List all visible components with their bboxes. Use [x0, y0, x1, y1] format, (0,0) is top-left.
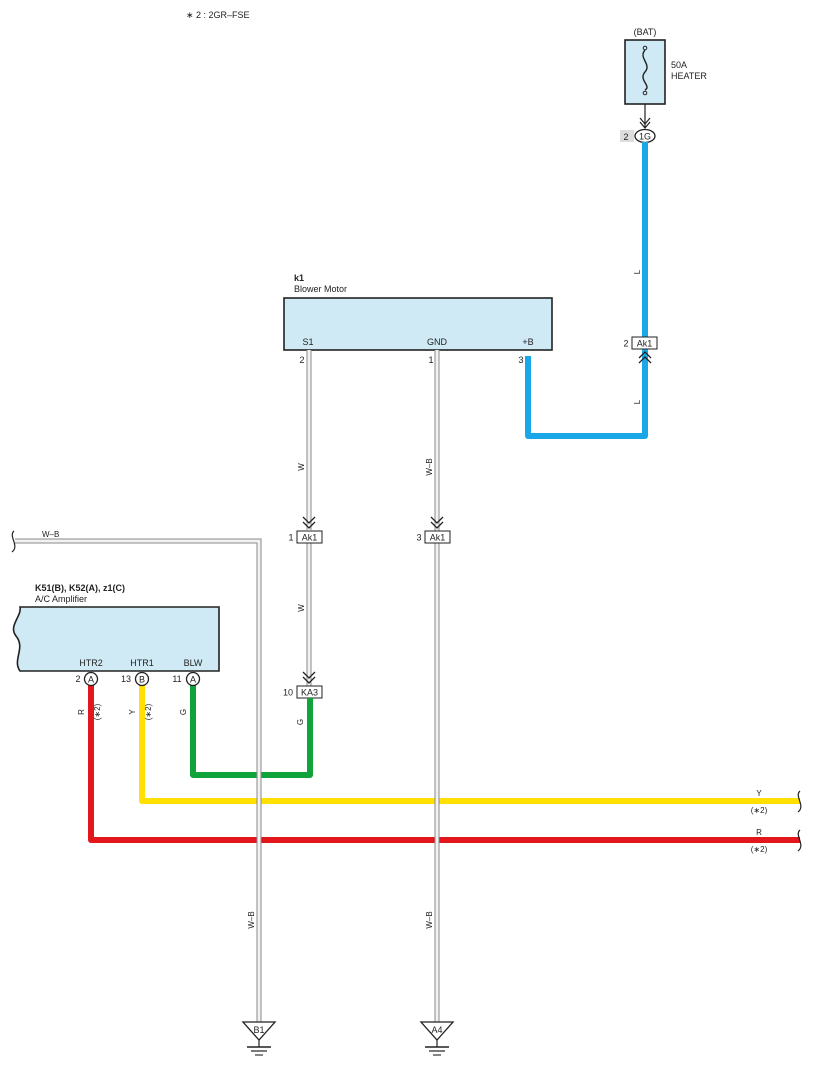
- blower-motor-name: Blower Motor: [294, 284, 347, 294]
- wire-g-label-2: G: [296, 719, 305, 725]
- connector-1g-id: 1G: [639, 132, 651, 142]
- amp-pin-htr2: HTR2: [79, 658, 103, 668]
- amp-pin-num-htr1: 13: [121, 674, 131, 684]
- ground-b1-icon: [241, 1021, 277, 1056]
- blower-pin-gnd: GND: [427, 337, 448, 347]
- connector-ak1-w-pin: 1: [288, 533, 293, 543]
- connector-ka3-pin: 10: [283, 688, 293, 698]
- wire-wb-label-3: W–B: [42, 530, 59, 539]
- connector-ak1-wb-id: Ak1: [430, 533, 446, 543]
- wire-r-right-star: (∗2): [751, 845, 768, 854]
- amp-connector-htr1-letter: B: [139, 675, 145, 685]
- wire-g-label-1: G: [179, 709, 188, 715]
- connector-ak1-top-id: Ak1: [637, 339, 653, 349]
- connector-1g-pin: 2: [623, 132, 628, 142]
- wire-y-label: Y: [128, 709, 137, 715]
- amp-connector-htr1: [134, 671, 150, 687]
- wire-wb-label-4: W–B: [247, 911, 256, 928]
- fuse-name: HEATER: [671, 71, 707, 81]
- amp-pin-num-htr2: 2: [75, 674, 80, 684]
- wire-y-star: (∗2): [144, 703, 153, 720]
- wire-break-icon: [11, 530, 16, 553]
- wire-wb-label-2: W–B: [425, 911, 434, 928]
- blower-pin-num-s1: 2: [299, 355, 304, 365]
- connector-arrow-icon: [639, 117, 651, 129]
- wire-y: [139, 685, 800, 804]
- connector-ak1-top: [631, 336, 658, 350]
- wire-l-label-2: L: [633, 399, 642, 404]
- amp-connector-htr2: [83, 671, 99, 687]
- connector-ak1-w-id: Ak1: [302, 533, 318, 543]
- wire-w-label-1: W: [297, 463, 306, 471]
- ac-amplifier-name: A/C Amplifier: [35, 594, 87, 604]
- engine-note: ∗ 2 : 2GR–FSE: [186, 10, 250, 20]
- amp-connector-blw: [185, 671, 201, 687]
- wire-y-right-star: (∗2): [751, 806, 768, 815]
- amp-connector-blw-letter: A: [190, 675, 196, 685]
- wire-l-label-1: L: [633, 269, 642, 274]
- wire-r: [88, 685, 800, 843]
- connector-ak1-wb: [424, 530, 451, 544]
- wire-w-label-2: W: [297, 604, 306, 612]
- wire-r-right-label: R: [756, 828, 762, 837]
- wire-y-right-label: Y: [756, 789, 762, 798]
- wire-g: [190, 685, 313, 778]
- wire-wb-left: [15, 538, 262, 1022]
- ac-amplifier-codes: K51(B), K52(A), z1(C): [35, 583, 125, 593]
- connector-ka3-id: KA3: [301, 688, 318, 698]
- connector-ak1-top-pin: 2: [623, 339, 628, 349]
- amp-pin-blw: BLW: [184, 658, 203, 668]
- wire-break-icon: [797, 829, 802, 852]
- blower-pin-s1: S1: [302, 337, 313, 347]
- ground-b1-label: B1: [253, 1025, 264, 1035]
- blower-pin-b: +B: [522, 337, 533, 347]
- connector-arrow-icon: [302, 516, 316, 529]
- fuse-amp: 50A: [671, 60, 687, 70]
- wire-l: [525, 142, 648, 439]
- connector-ak1-wb-pin: 3: [416, 533, 421, 543]
- blower-motor-code: k1: [294, 273, 304, 283]
- wire-wb-label-1: W–B: [425, 458, 434, 475]
- blower-pin-num-gnd: 1: [428, 355, 433, 365]
- blower-motor-box: [283, 297, 553, 351]
- connector-arrow-icon: [638, 351, 652, 364]
- connector-arrow-icon: [430, 516, 444, 529]
- ac-amplifier-box: [12, 606, 220, 672]
- fuse-icon: [642, 45, 648, 96]
- amp-pin-num-blw: 11: [172, 674, 181, 684]
- blower-pin-num-b: 3: [518, 355, 523, 365]
- ground-a4-label: A4: [431, 1025, 442, 1035]
- connector-arrow-icon: [302, 671, 316, 684]
- connector-1g-pin-bg: [620, 130, 634, 142]
- ground-a4-icon: [419, 1021, 455, 1056]
- amp-pin-htr1: HTR1: [130, 658, 154, 668]
- connector-ak1-w: [296, 530, 323, 544]
- wire-r-label: R: [77, 709, 86, 715]
- amp-connector-htr2-letter: A: [88, 675, 94, 685]
- wire-break-icon: [797, 790, 802, 813]
- battery-label: (BAT): [634, 27, 657, 37]
- wire-r-star: (∗2): [93, 703, 102, 720]
